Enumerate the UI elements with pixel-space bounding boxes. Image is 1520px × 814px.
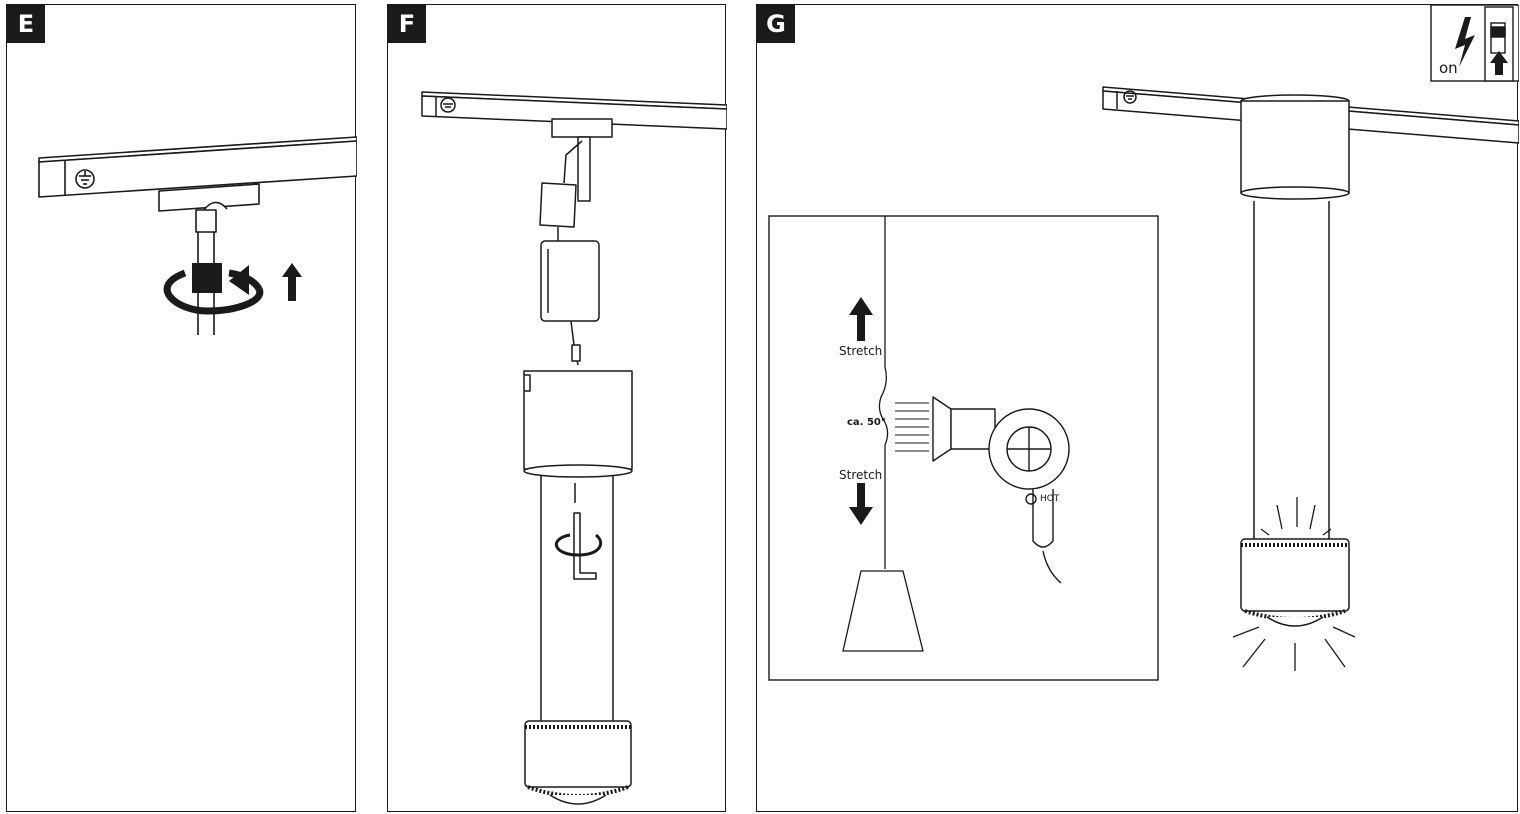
dryer-setting-label: HOT — [1040, 494, 1060, 504]
step-g-badge: G — [757, 5, 795, 43]
track-rail — [38, 136, 357, 198]
up-arrow-icon — [1490, 51, 1508, 75]
up-arrow-icon — [282, 263, 302, 301]
step-f-badge: F — [388, 5, 426, 43]
step-e-badge: E — [7, 5, 45, 43]
track-rail — [421, 91, 727, 130]
suspension-wires — [540, 475, 614, 723]
lightning-icon — [1455, 17, 1475, 67]
step-g-panel: G on — [756, 4, 1519, 812]
earth-ground-icon — [440, 97, 456, 113]
step-f-illustration — [421, 91, 727, 805]
wall-switch-icon — [1484, 6, 1514, 82]
stretch-top-label: Stretch — [839, 344, 882, 358]
earth-ground-icon — [75, 169, 95, 189]
step-g-label: G — [766, 10, 786, 38]
step-e-illustration — [38, 136, 357, 335]
rotate-arrow-icon — [555, 533, 602, 557]
light-rays — [1232, 497, 1356, 671]
step-e-label: E — [17, 10, 35, 38]
angle-label: ca. 50° — [847, 417, 886, 428]
lamp-head — [524, 720, 632, 805]
down-arrow-icon — [849, 483, 873, 525]
connector-block — [539, 182, 577, 241]
lamp-shade — [842, 570, 924, 652]
suspension-wires — [1253, 201, 1330, 539]
lamp-head — [1240, 538, 1350, 627]
track-adapter — [551, 118, 613, 202]
heat-shrink-inset: Stretch ca. 50° Stretch — [768, 215, 1159, 681]
switch-on-label: on — [1439, 59, 1458, 77]
power-switch: on — [1430, 5, 1519, 82]
step-g-illustration: on — [768, 5, 1519, 681]
up-arrow-icon — [849, 297, 873, 341]
stretch-bottom-label: Stretch — [839, 468, 882, 482]
step-f-panel: F — [387, 4, 727, 812]
canopy — [523, 370, 633, 478]
earth-ground-icon — [1123, 90, 1137, 104]
led-driver — [540, 240, 600, 366]
step-f-label: F — [398, 10, 416, 38]
hex-key-icon — [573, 512, 597, 580]
hair-dryer-icon — [895, 396, 1070, 584]
step-e-panel: E — [6, 4, 357, 812]
canopy — [1240, 94, 1350, 200]
cable — [878, 216, 889, 569]
rotate-arrow-icon — [163, 263, 264, 315]
